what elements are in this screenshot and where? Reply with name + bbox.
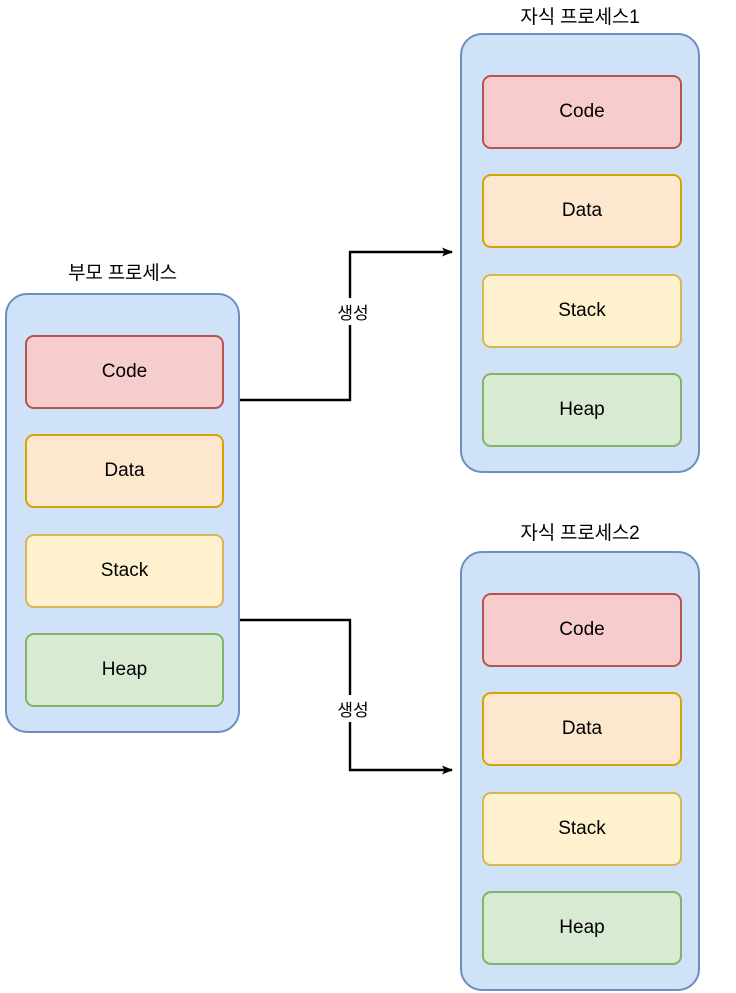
child2-segment-data[interactable]: Data: [482, 692, 682, 766]
child2-segment-stack[interactable]: Stack: [482, 792, 682, 866]
parent-segment-code[interactable]: Code: [25, 335, 224, 409]
parent-process-title: 부모 프로세스: [68, 263, 177, 284]
parent-segment-stack[interactable]: Stack: [25, 534, 224, 608]
child1-process-box[interactable]: Code Data Stack Heap: [460, 33, 700, 473]
child1-process-title: 자식 프로세스1: [520, 7, 640, 28]
connector-parent-to-child1: [240, 247, 453, 402]
child1-segment-stack[interactable]: Stack: [482, 274, 682, 348]
child2-process-box[interactable]: Code Data Stack Heap: [460, 551, 700, 991]
child2-process-title: 자식 프로세스2: [520, 523, 640, 544]
child1-segment-heap[interactable]: Heap: [482, 373, 682, 447]
parent-segment-heap[interactable]: Heap: [25, 633, 224, 707]
edge-label-create-child1: 생성: [318, 298, 388, 325]
child1-segment-data[interactable]: Data: [482, 174, 682, 248]
parent-process-box[interactable]: Code Data Stack Heap: [5, 293, 240, 733]
child2-segment-code[interactable]: Code: [482, 593, 682, 667]
parent-segment-data[interactable]: Data: [25, 434, 224, 508]
child2-segment-heap[interactable]: Heap: [482, 891, 682, 965]
child1-segment-code[interactable]: Code: [482, 75, 682, 149]
edge-label-create-child2: 생성: [318, 695, 388, 722]
